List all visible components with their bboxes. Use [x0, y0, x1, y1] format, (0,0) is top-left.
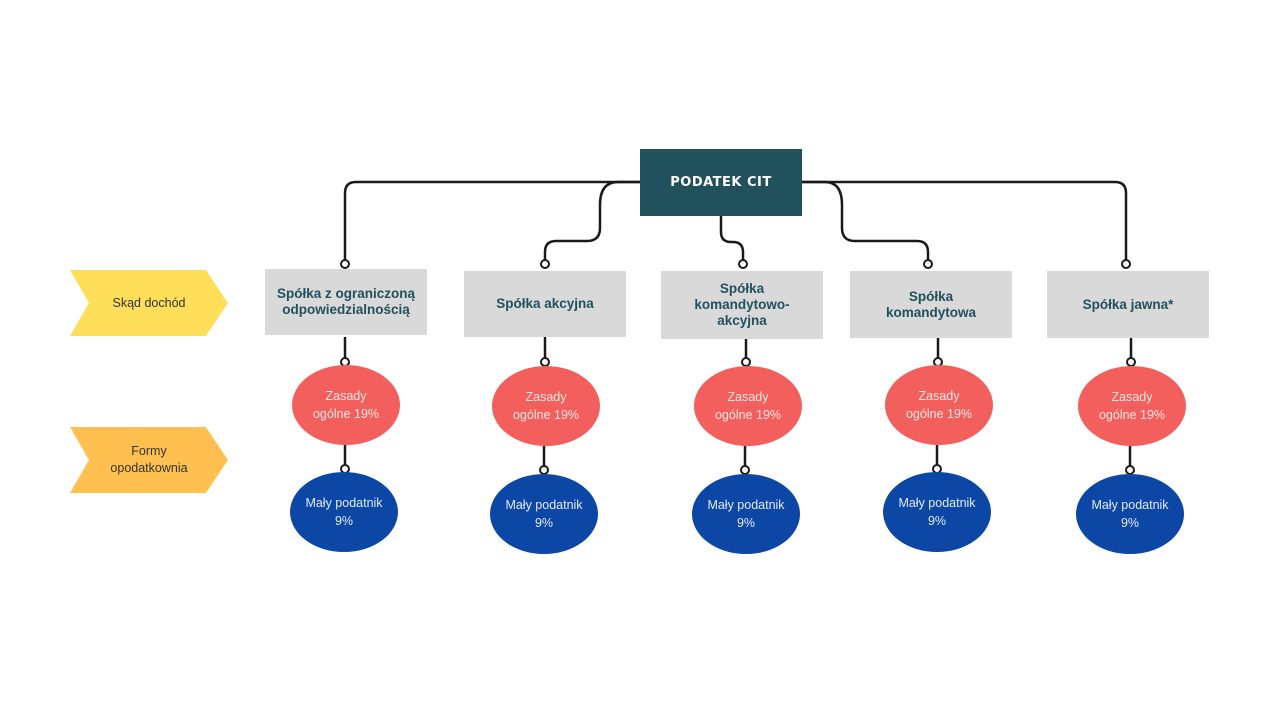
- connector-dot: [540, 259, 550, 269]
- small-taxpayer-oval-3: Mały podatnik 9%: [692, 474, 800, 554]
- company-name: Spółka z ograniczoną odpowiedzialnością: [276, 286, 416, 317]
- company-box-sp-zoo: Spółka z ograniczoną odpowiedzialnością: [265, 269, 427, 335]
- general-rules-oval-5: Zasady ogólne 19%: [1078, 366, 1186, 446]
- company-box-sa: Spółka akcyjna: [464, 271, 626, 337]
- company-name: Spółka jawna*: [1082, 296, 1174, 312]
- row-label-text: Skąd dochód: [112, 295, 186, 310]
- general-rules-text: Zasady ogólne 19%: [512, 390, 580, 422]
- general-rules-oval-3: Zasady ogólne 19%: [694, 366, 802, 446]
- small-taxpayer-oval-2: Mały podatnik 9%: [490, 474, 598, 554]
- connector-dot: [740, 465, 750, 475]
- connector-dot: [1121, 259, 1131, 269]
- connector-root-company-4: [802, 180, 930, 262]
- general-rules-oval-1: Zasady ogólne 19%: [292, 365, 400, 445]
- company-name: Spółka komandytowa: [885, 288, 977, 320]
- company-box-ska: Spółka komandytowo-akcyjna: [661, 271, 823, 339]
- connector-dot: [340, 259, 350, 269]
- row-label-text: Formy opodatkownia: [110, 444, 188, 475]
- connector-root-company-2: [543, 180, 640, 262]
- row-label-tax-forms: Formy opodatkownia: [70, 427, 228, 493]
- small-taxpayer-oval-5: Mały podatnik 9%: [1076, 474, 1184, 554]
- connector-dot: [1125, 465, 1135, 475]
- general-rules-oval-2: Zasady ogólne 19%: [492, 366, 600, 446]
- root-node: PODATEK CIT: [640, 149, 802, 216]
- small-taxpayer-oval-4: Mały podatnik 9%: [883, 472, 991, 552]
- general-rules-text: Zasady ogólne 19%: [905, 389, 973, 421]
- connector-root-company-5: [802, 180, 1128, 262]
- row-label-income-source: Skąd dochód: [70, 270, 228, 336]
- small-taxpayer-text: Mały podatnik 9%: [898, 496, 976, 528]
- connector-dot: [738, 259, 748, 269]
- connector-dot: [539, 465, 549, 475]
- general-rules-oval-4: Zasady ogólne 19%: [885, 365, 993, 445]
- small-taxpayer-oval-1: Mały podatnik 9%: [290, 472, 398, 552]
- general-rules-text: Zasady ogólne 19%: [714, 390, 782, 422]
- small-taxpayer-text: Mały podatnik 9%: [505, 498, 583, 530]
- company-box-sj: Spółka jawna*: [1047, 271, 1209, 338]
- connector-root-company-3: [719, 216, 745, 262]
- company-name: Spółka komandytowo-akcyjna: [694, 281, 790, 328]
- connector-dot: [1126, 357, 1136, 367]
- connector-dot: [741, 357, 751, 367]
- connector-root-company-1: [343, 180, 640, 262]
- general-rules-text: Zasady ogólne 19%: [312, 389, 380, 421]
- company-name: Spółka akcyjna: [496, 296, 594, 311]
- connector-dot: [540, 357, 550, 367]
- connector-dot: [923, 259, 933, 269]
- small-taxpayer-text: Mały podatnik 9%: [305, 496, 383, 528]
- root-label: PODATEK CIT: [670, 175, 772, 190]
- company-box-sk: Spółka komandytowa: [850, 271, 1012, 338]
- small-taxpayer-text: Mały podatnik 9%: [707, 498, 785, 530]
- small-taxpayer-text: Mały podatnik 9%: [1091, 498, 1169, 530]
- general-rules-text: Zasady ogólne 19%: [1098, 390, 1166, 422]
